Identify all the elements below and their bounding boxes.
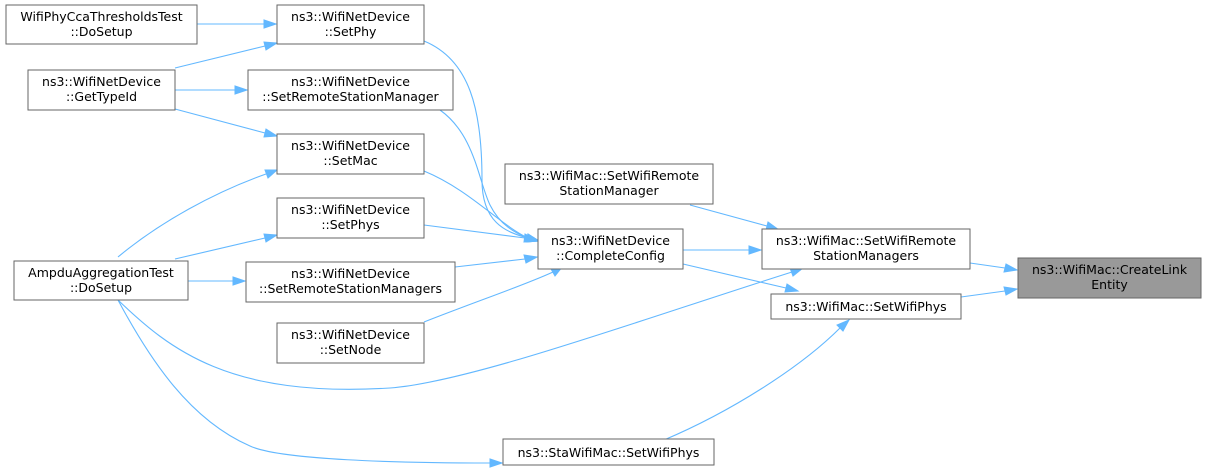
node-create-link-entity-line1: ns3::WifiMac::CreateLink <box>1032 262 1188 277</box>
edge-ampdu-do-setup-to-set-remote-station-managers <box>188 276 247 286</box>
node-set-mac[interactable]: ns3::WifiNetDevice ::SetMac <box>276 133 425 175</box>
edge-set-phys-to-complete-config <box>423 224 539 243</box>
edge-set-remote-station-managers-to-complete-config <box>454 254 539 268</box>
node-complete-config-line2: ::CompleteConfig <box>556 248 665 263</box>
node-set-wifi-phys-line1: ns3::WifiMac::SetWifiPhys <box>785 299 946 314</box>
node-set-mac-line2: ::SetMac <box>323 153 377 168</box>
node-set-wifi-remote-station-manager[interactable]: ns3::WifiMac::SetWifiRemote StationManag… <box>504 163 714 205</box>
node-create-link-entity[interactable]: ns3::WifiMac::CreateLink Entity <box>1017 257 1202 299</box>
node-set-mac-line1: ns3::WifiNetDevice <box>291 138 410 153</box>
edge-get-type-id-to-set-remote-station-manager <box>175 85 249 95</box>
node-sta-set-wifi-phys-line1: ns3::StaWifiMac::SetWifiPhys <box>518 445 700 460</box>
edge-get-type-id-to-set-phy <box>174 41 279 69</box>
node-complete-config[interactable]: ns3::WifiNetDevice ::CompleteConfig <box>537 228 684 270</box>
edge-ampdu-do-setup-to-set-mac <box>117 169 279 258</box>
edge-set-wifi-remote-station-managers-to-create-link-entity <box>969 262 1019 273</box>
node-get-type-id-line1: ns3::WifiNetDevice <box>42 74 161 89</box>
edge-ampdu-do-setup-to-set-phys <box>174 233 279 260</box>
node-cca-do-setup[interactable]: WifiPhyCcaThresholdsTest ::DoSetup <box>5 4 198 45</box>
edge-sta-set-wifi-phys-to-set-wifi-phys <box>663 318 851 441</box>
node-get-type-id[interactable]: ns3::WifiNetDevice ::GetTypeId <box>27 69 176 111</box>
node-set-phys-line2: ::SetPhys <box>321 217 379 232</box>
nodes: ns3::WifiMac::CreateLink Entity ns3::Wif… <box>5 4 1202 466</box>
node-ampdu-do-setup-line2: ::DoSetup <box>70 280 132 295</box>
node-set-remote-station-manager[interactable]: ns3::WifiNetDevice ::SetRemoteStationMan… <box>247 69 454 111</box>
edges <box>117 19 1019 468</box>
node-cca-do-setup-line1: WifiPhyCcaThresholdsTest <box>20 9 182 24</box>
edge-get-type-id-to-set-mac <box>174 108 279 138</box>
node-ampdu-do-setup[interactable]: AmpduAggregationTest ::DoSetup <box>13 260 189 301</box>
node-sta-set-wifi-phys[interactable]: ns3::StaWifiMac::SetWifiPhys <box>502 438 715 466</box>
node-set-wifi-phys[interactable]: ns3::WifiMac::SetWifiPhys <box>770 293 962 320</box>
node-cca-do-setup-line2: ::DoSetup <box>70 24 132 39</box>
node-set-wifi-remote-station-managers-line1: ns3::WifiMac::SetWifiRemote <box>776 233 956 248</box>
edge-complete-config-to-set-wifi-remote-station-managers <box>683 245 763 255</box>
edge-complete-config-to-set-wifi-phys <box>682 263 800 293</box>
node-set-remote-station-managers[interactable]: ns3::WifiNetDevice ::SetRemoteStationMan… <box>245 261 456 303</box>
node-set-remote-station-manager-line1: ns3::WifiNetDevice <box>291 74 410 89</box>
node-set-node-line1: ns3::WifiNetDevice <box>291 327 410 342</box>
node-set-node[interactable]: ns3::WifiNetDevice ::SetNode <box>276 322 425 364</box>
node-set-phy-line1: ns3::WifiNetDevice <box>291 9 410 24</box>
node-set-remote-station-manager-line2: ::SetRemoteStationManager <box>262 89 439 104</box>
node-ampdu-do-setup-line1: AmpduAggregationTest <box>28 265 174 280</box>
edge-cca-do-setup-to-set-phy <box>197 19 278 29</box>
node-set-phys-line1: ns3::WifiNetDevice <box>291 202 410 217</box>
node-set-phys[interactable]: ns3::WifiNetDevice ::SetPhys <box>276 197 425 239</box>
edge-ampdu-do-setup-to-set-wifi-remote-station-managers <box>117 267 805 390</box>
edge-set-wifi-phys-to-create-link-entity <box>960 286 1019 298</box>
edge-ampdu-do-setup-to-sta-set-wifi-phys <box>117 299 504 468</box>
node-create-link-entity-line2: Entity <box>1091 277 1128 292</box>
node-set-wifi-remote-station-manager-line1: ns3::WifiMac::SetWifiRemote <box>519 168 699 183</box>
node-set-wifi-remote-station-managers-line2: StationManagers <box>813 248 919 263</box>
node-set-node-line2: ::SetNode <box>320 342 382 357</box>
node-complete-config-line1: ns3::WifiNetDevice <box>551 233 670 248</box>
node-set-remote-station-managers-line1: ns3::WifiNetDevice <box>291 266 410 281</box>
edge-set-wifi-remote-station-manager-to-set-wifi-remote-station-managers <box>689 204 781 231</box>
node-set-phy-line2: ::SetPhy <box>325 24 377 39</box>
node-set-phy[interactable]: ns3::WifiNetDevice ::SetPhy <box>276 4 425 45</box>
node-set-remote-station-managers-line2: ::SetRemoteStationManagers <box>259 281 442 296</box>
node-set-wifi-remote-station-manager-line2: StationManager <box>559 183 659 198</box>
node-set-wifi-remote-station-managers[interactable]: ns3::WifiMac::SetWifiRemote StationManag… <box>761 228 971 270</box>
node-get-type-id-line2: ::GetTypeId <box>66 89 137 104</box>
